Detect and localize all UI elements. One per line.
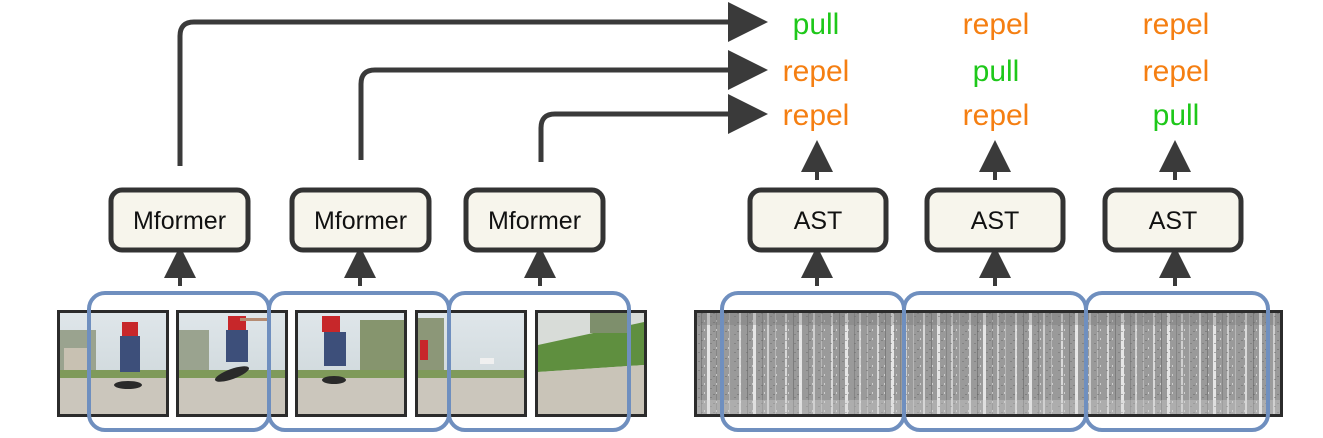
output-label: repel xyxy=(783,55,850,88)
audio-output-labels-column-3: repel repel pull xyxy=(1143,8,1210,132)
video-frame-1 xyxy=(57,310,169,417)
output-label: pull xyxy=(793,8,840,41)
audio-output-arrows xyxy=(801,140,1191,180)
elbow-arrow xyxy=(358,50,768,160)
output-label: repel xyxy=(1143,8,1210,41)
output-label: pull xyxy=(1153,99,1200,132)
output-label: repel xyxy=(783,99,850,132)
audio-windows xyxy=(720,291,1270,432)
output-label: repel xyxy=(963,99,1030,132)
video-frame-3 xyxy=(295,310,407,417)
video-encoder: Mformer xyxy=(108,187,251,253)
video-frame-2 xyxy=(176,310,288,417)
video-window-3 xyxy=(447,291,631,432)
elbow-arrow xyxy=(538,94,768,162)
video-windows xyxy=(87,291,631,432)
output-label: pull xyxy=(973,55,1020,88)
encoder-label: AST xyxy=(794,207,843,235)
audio-window-3 xyxy=(1084,291,1270,432)
encoder-label: AST xyxy=(1149,207,1198,235)
audio-output-labels-column-2: repel pull repel xyxy=(963,8,1030,132)
encoder-label: Mformer xyxy=(133,207,226,235)
encoder-label: Mformer xyxy=(488,207,581,235)
output-label: repel xyxy=(1143,55,1210,88)
video-frame-4 xyxy=(415,310,527,417)
video-output-labels: pull repel repel xyxy=(783,8,850,132)
video-encoder: Mformer xyxy=(289,187,432,253)
audio-spectrogram xyxy=(694,310,1283,417)
output-label: repel xyxy=(963,8,1030,41)
video-frame-strip xyxy=(57,310,647,417)
audio-encoder: AST xyxy=(747,187,889,253)
audio-encoder: AST xyxy=(1102,187,1244,253)
elbow-arrow xyxy=(177,2,768,166)
input-arrows xyxy=(164,246,1191,286)
encoder-label: AST xyxy=(971,207,1020,235)
audio-encoder: AST xyxy=(924,187,1066,253)
video-encoder: Mformer xyxy=(463,187,606,253)
video-output-arrows xyxy=(177,2,768,166)
encoder-label: Mformer xyxy=(314,207,407,235)
